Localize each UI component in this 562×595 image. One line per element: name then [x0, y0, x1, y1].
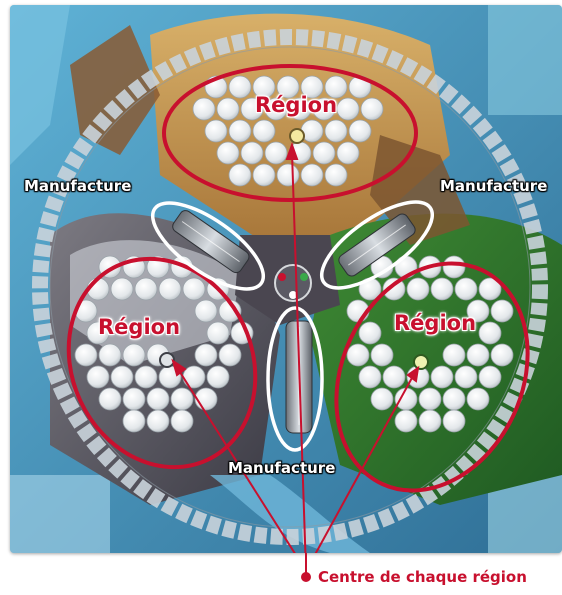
- caption-text: Centre de chaque région: [318, 568, 527, 586]
